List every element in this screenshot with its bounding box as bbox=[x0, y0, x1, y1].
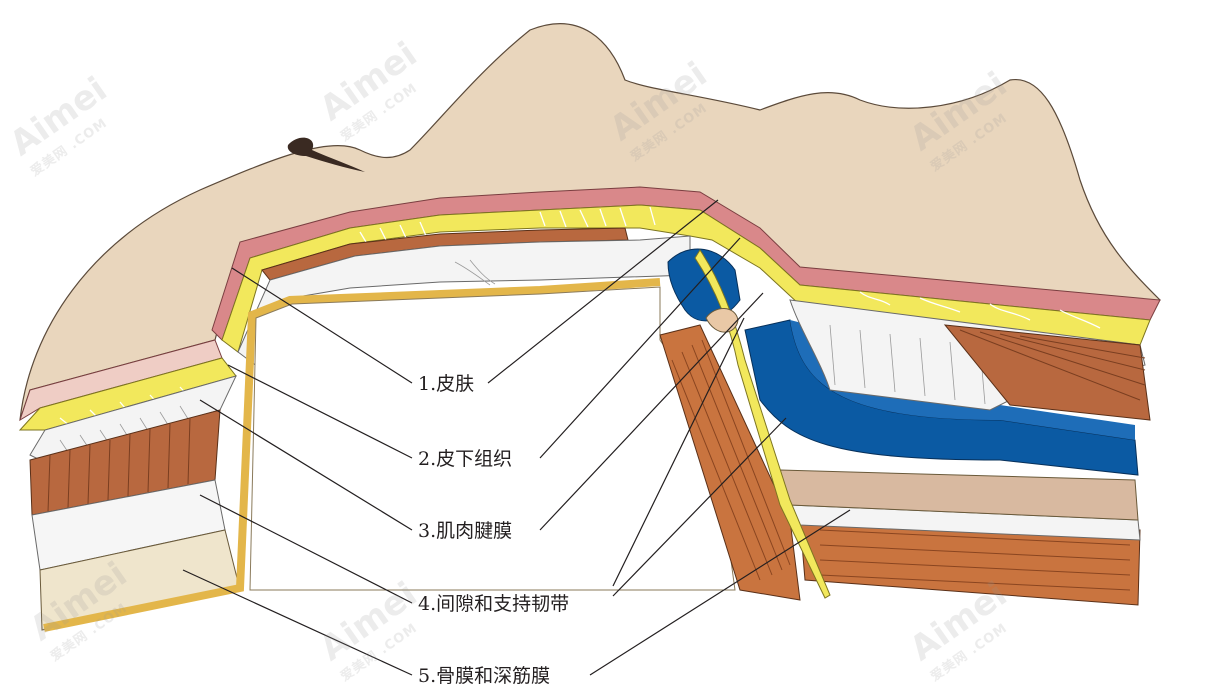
leader-periosteum bbox=[182, 509, 851, 676]
right-muscle-fibers-a bbox=[671, 339, 791, 581]
left-muscle-fibers bbox=[47, 417, 191, 513]
eyebrow-hair bbox=[287, 137, 365, 172]
fat-layer-left bbox=[18, 357, 237, 431]
label-skin: 1.皮肤 bbox=[418, 373, 475, 395]
right-muscle-face bbox=[659, 324, 801, 601]
leader-lines bbox=[182, 199, 851, 676]
retaining-ligament bbox=[694, 249, 831, 599]
leader-skin bbox=[231, 199, 719, 384]
right-upper-muscle-fibers bbox=[959, 329, 1146, 401]
label-smas: 3.肌肉腱膜 bbox=[418, 520, 513, 542]
leader-smas bbox=[199, 292, 764, 531]
leader-subcutaneous bbox=[227, 237, 741, 459]
right-upper-muscle bbox=[943, 324, 1151, 421]
periosteum-line bbox=[43, 278, 661, 632]
fascia-fibers bbox=[59, 259, 496, 456]
leader-space bbox=[199, 317, 787, 604]
label-subcutaneous: 2.皮下组织 bbox=[418, 448, 513, 470]
right-muscle-fibers-b bbox=[819, 529, 1131, 591]
label-space-ligament: 4.间隙和支持韧带 bbox=[418, 593, 570, 615]
label-periosteum: 5.骨膜和深筋膜 bbox=[418, 665, 551, 687]
dermis-lower-left bbox=[19, 339, 223, 422]
skin-surface bbox=[19, 23, 1161, 421]
right-fascia-fibers bbox=[829, 324, 986, 405]
